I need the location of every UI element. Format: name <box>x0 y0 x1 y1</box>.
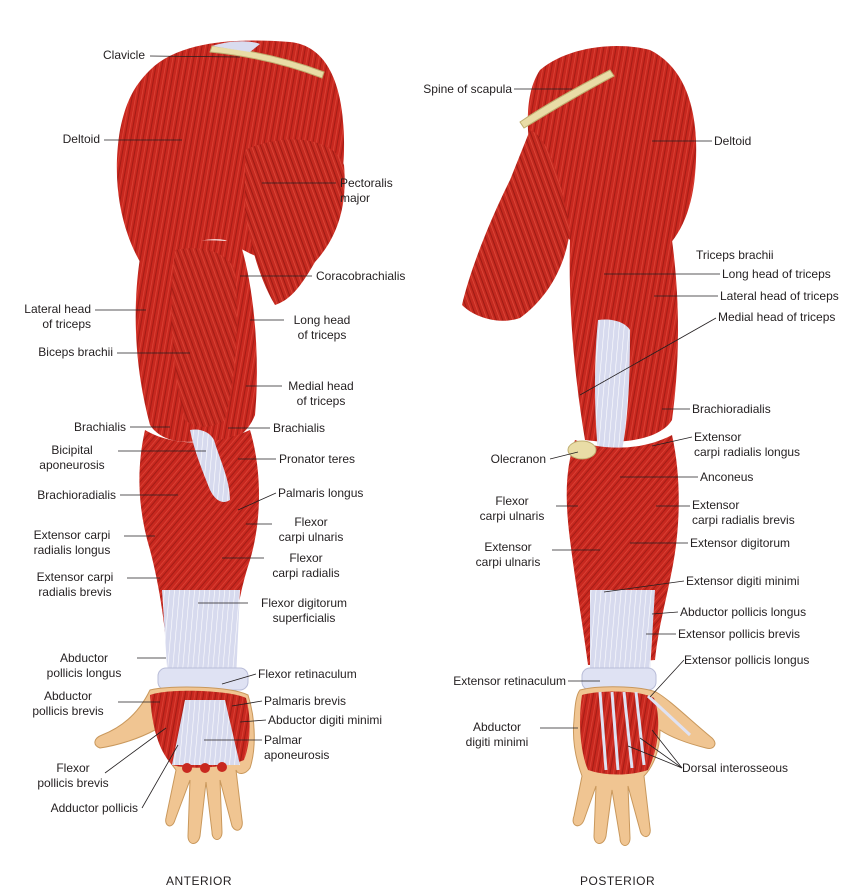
label-posterior-abductor-digiti-minimi: Abductor digiti minimi <box>465 720 529 749</box>
anterior-pectoralis-major-muscle <box>245 139 345 305</box>
anterior-palmar-aponeurosis <box>172 700 240 765</box>
label-anterior-biceps-brachii: Biceps brachii <box>38 345 113 359</box>
anterior-palm-spot <box>217 762 227 772</box>
leader-flexor-pollicis-brevis <box>104 727 167 774</box>
anterior-bicipital-aponeurosis <box>190 429 230 502</box>
label-posterior-brachioradialis: Brachioradialis <box>692 402 771 416</box>
anterior-leader-lines <box>95 55 336 809</box>
label-anterior-pronator-teres: Pronator teres <box>279 452 356 466</box>
anterior-palm-spot <box>182 763 192 773</box>
leader-dorsal-interosseous-a <box>627 745 683 769</box>
anterior-palm-spot <box>200 763 210 773</box>
label-anterior-coracobrachialis: Coracobrachialis <box>316 269 406 283</box>
label-anterior-abductor-pollicis-brevis: Abductor pollicis brevis <box>32 689 104 718</box>
label-anterior-lateral-head-triceps: Lateral head of triceps <box>24 302 91 331</box>
leader-extensor-pollicis-longus-post <box>649 659 685 698</box>
label-anterior-extensor-carpi-radialis-brevis: Extensor carpi radialis brevis <box>36 570 114 599</box>
leader-clavicle <box>149 55 241 58</box>
leader-abductor-pollicis-longus-post <box>651 611 679 615</box>
label-anterior-clavicle: Clavicle <box>102 48 145 62</box>
label-anterior-abductor-digiti-minimi: Abductor digiti minimi <box>268 713 383 727</box>
leader-adductor-pollicis <box>141 744 179 809</box>
label-anterior-brachialis-right: Brachialis <box>273 421 326 435</box>
label-posterior-olecranon: Olecranon <box>490 452 546 466</box>
label-anterior-bicipital-aponeurosis: Bicipital aponeurosis <box>39 443 105 472</box>
label-posterior-deltoid: Deltoid <box>714 134 752 148</box>
leader-medial-head-triceps-post <box>579 317 717 396</box>
leader-olecranon <box>549 451 579 460</box>
label-posterior-dorsal-interosseous: Dorsal interosseous <box>682 761 789 775</box>
label-anterior-palmaris-brevis: Palmaris brevis <box>264 694 347 708</box>
posterior-extensor-tendons-hand <box>598 691 692 771</box>
posterior-arm-illustration <box>462 46 716 846</box>
label-anterior-extensor-carpi-radialis-longus: Extensor carpi radialis longus <box>33 528 111 557</box>
label-anterior-flexor-carpi-ulnaris: Flexor carpi ulnaris <box>278 515 344 544</box>
label-posterior-lateral-head-triceps: Lateral head of triceps <box>720 289 839 303</box>
leader-flexor-retinaculum <box>221 673 257 685</box>
posterior-wrist-tendons <box>590 590 655 675</box>
label-anterior-flexor-pollicis-brevis: Flexor pollicis brevis <box>37 761 109 790</box>
posterior-dorsal-hand-muscles <box>580 691 659 775</box>
label-anterior-medial-head-triceps: Medial head of triceps <box>288 379 354 408</box>
label-posterior-long-head-triceps: Long head of triceps <box>722 267 831 281</box>
label-posterior-extensor-carpi-radialis-brevis: Extensor carpi radialis brevis <box>692 498 795 527</box>
label-anterior-abductor-pollicis-longus: Abductor pollicis longus <box>46 651 122 680</box>
label-anterior-flexor-retinaculum: Flexor retinaculum <box>258 667 357 681</box>
label-anterior-flexor-carpi-radialis: Flexor carpi radialis <box>272 551 340 580</box>
label-posterior-extensor-pollicis-brevis: Extensor pollicis brevis <box>678 627 801 641</box>
label-anterior-palmaris-longus: Palmaris longus <box>278 486 364 500</box>
label-anterior-deltoid: Deltoid <box>62 132 100 146</box>
caption-posterior: POSTERIOR <box>580 874 656 888</box>
leader-dorsal-interosseous-b <box>639 737 683 769</box>
anterior-wrist-tendons <box>162 590 240 682</box>
caption-anterior: ANTERIOR <box>166 874 233 888</box>
label-posterior-anconeus: Anconeus <box>700 470 754 484</box>
posterior-leader-lines <box>514 88 720 769</box>
posterior-deltoid-muscle <box>527 46 697 270</box>
posterior-triceps-tendon <box>595 319 630 452</box>
label-posterior-abductor-pollicis-longus: Abductor pollicis longus <box>680 605 807 619</box>
label-posterior-extensor-carpi-ulnaris: Extensor carpi ulnaris <box>475 540 541 569</box>
leader-extensor-carpi-radialis-longus-post <box>651 436 693 447</box>
label-posterior-extensor-digiti-minimi: Extensor digiti minimi <box>686 574 800 588</box>
leader-extensor-digiti-minimi-post <box>603 580 685 593</box>
label-posterior-extensor-carpi-radialis-longus: Extensor carpi radialis longus <box>694 430 801 459</box>
leader-palmaris-brevis <box>231 700 263 707</box>
leader-dorsal-interosseous-c <box>651 729 683 769</box>
anterior-biceps-highlight <box>171 248 237 427</box>
label-anterior-palmar-aponeurosis: Palmar aponeurosis <box>264 733 330 762</box>
posterior-olecranon-bone <box>567 440 597 460</box>
label-posterior-flexor-carpi-ulnaris: Flexor carpi ulnaris <box>479 494 545 523</box>
label-posterior-extensor-digitorum: Extensor digitorum <box>690 536 791 550</box>
posterior-teres-muscle <box>462 130 570 321</box>
label-anterior-long-head-triceps: Long head of triceps <box>293 313 351 342</box>
anterior-shoulder-cap <box>212 41 260 52</box>
label-anterior-adductor-pollicis: Adductor pollicis <box>50 801 138 815</box>
label-anterior-flexor-digitorum-superficialis: Flexor digitorum superficialis <box>260 596 348 625</box>
label-posterior-spine-of-scapula: Spine of scapula <box>423 82 512 96</box>
label-anterior-brachialis-left: Brachialis <box>73 420 126 434</box>
label-anterior-pectoralis-major: Pectoralis major <box>340 176 393 205</box>
label-posterior-triceps-brachii: Triceps brachii <box>696 248 774 262</box>
label-posterior-extensor-retinaculum: Extensor retinaculum <box>453 674 566 688</box>
label-posterior-medial-head-triceps: Medial head of triceps <box>718 310 836 324</box>
anterior-arm-illustration <box>94 40 345 844</box>
label-posterior-extensor-pollicis-longus: Extensor pollicis longus <box>684 653 810 667</box>
anterior-flexor-retinaculum <box>157 667 249 691</box>
label-anterior-brachioradialis: Brachioradialis <box>37 488 116 502</box>
leader-palmaris-longus <box>237 492 277 511</box>
posterior-spine-of-scapula <box>519 69 615 129</box>
leader-abductor-digiti-minimi <box>239 719 267 723</box>
